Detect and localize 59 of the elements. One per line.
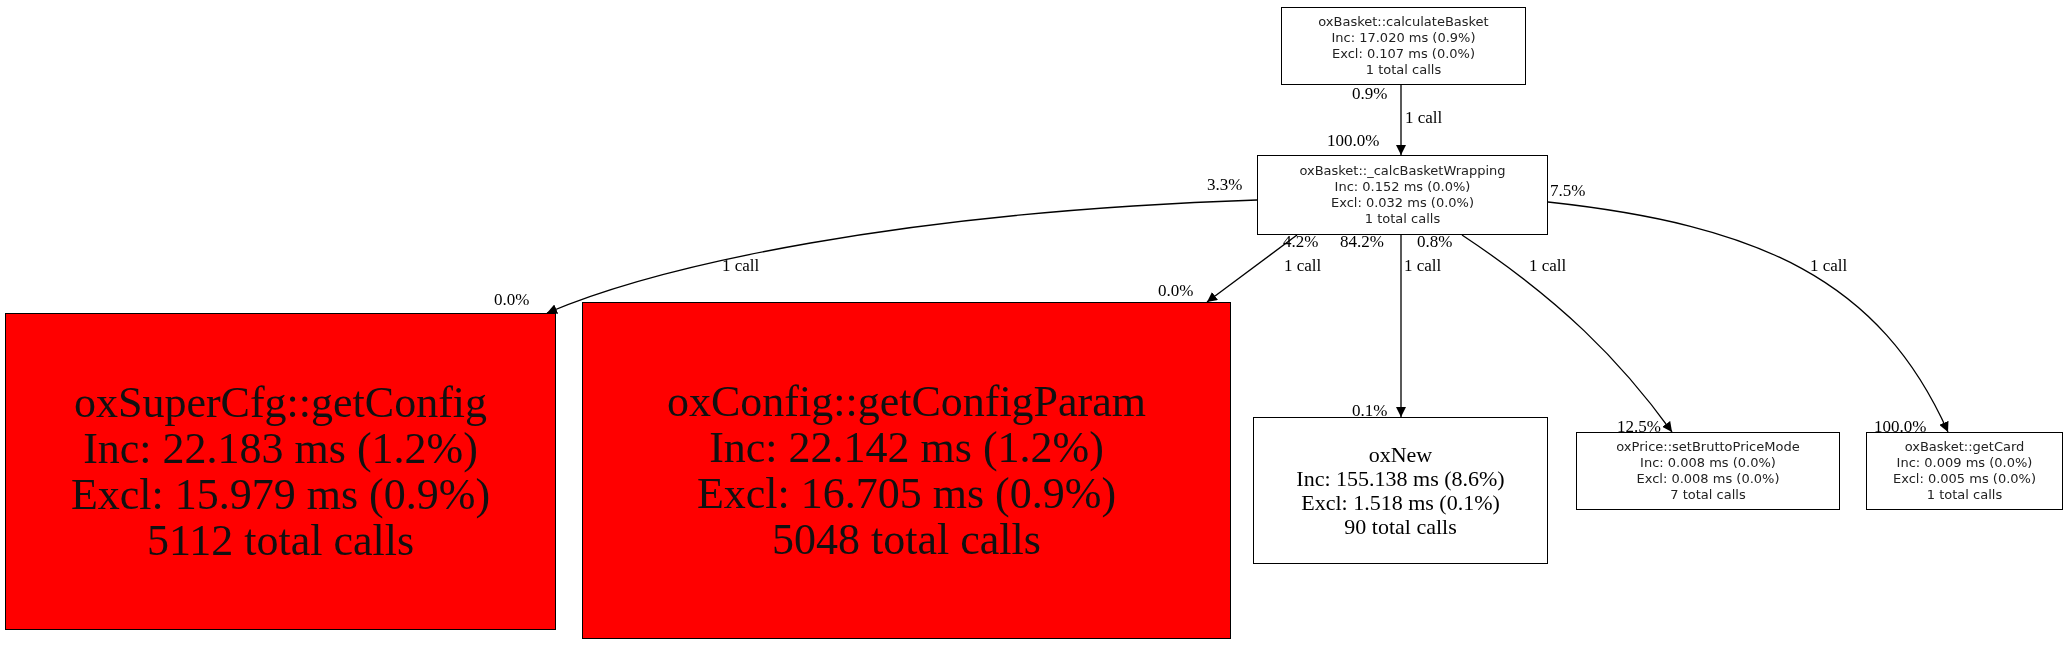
percentage-label: 0.8% bbox=[1417, 232, 1453, 252]
node-text: Inc: 0.009 ms (0.0%) bbox=[1896, 455, 2033, 471]
node-text: 1 total calls bbox=[1365, 62, 1442, 78]
node-text: oxConfig::getConfigParam bbox=[666, 378, 1147, 425]
node-text: Excl: 0.005 ms (0.0%) bbox=[1892, 471, 2036, 487]
node-text: Inc: 17.020 ms (0.9%) bbox=[1331, 30, 1476, 46]
percentage-label: 4.2% bbox=[1283, 232, 1319, 252]
arrow bbox=[1547, 201, 1949, 433]
node-text: oxBasket::getCard bbox=[1904, 439, 2025, 455]
node-text: Excl: 15.979 ms (0.9%) bbox=[70, 471, 491, 518]
percentage-label: 7.5% bbox=[1550, 181, 1586, 201]
node-text: Excl: 16.705 ms (0.9%) bbox=[696, 470, 1117, 517]
node-text: 1 total calls bbox=[1364, 211, 1441, 227]
percentage-label: 0.1% bbox=[1352, 401, 1388, 421]
edge-label: 1 call bbox=[1404, 256, 1442, 276]
function-box bbox=[1257, 155, 1548, 235]
node-text: oxBasket::_calcBasketWrapping bbox=[1299, 163, 1506, 179]
percentage-label: 100.0% bbox=[1874, 417, 1927, 437]
percentage-label: 84.2% bbox=[1340, 232, 1384, 252]
node-text: Inc: 22.183 ms (1.2%) bbox=[83, 425, 478, 472]
arrow bbox=[546, 199, 1258, 314]
percentage-label: 100.0% bbox=[1327, 131, 1380, 151]
node-text: 90 total calls bbox=[1344, 514, 1457, 539]
node-text: oxPrice::setBruttoPriceMode bbox=[1616, 439, 1800, 455]
node-text: oxSuperCfg::getConfig bbox=[73, 379, 488, 426]
arrow bbox=[1396, 84, 1406, 156]
node-text: Excl: 0.008 ms (0.0%) bbox=[1636, 471, 1780, 487]
function-box bbox=[1866, 432, 2063, 510]
function-box bbox=[1253, 417, 1548, 564]
percentage-label: 0.9% bbox=[1352, 84, 1388, 104]
arrow bbox=[1206, 234, 1298, 303]
percentage-label: 0.0% bbox=[1158, 281, 1194, 301]
function-box bbox=[582, 302, 1231, 639]
edge-label: 1 call bbox=[722, 256, 760, 276]
percentage-label: 3.3% bbox=[1207, 175, 1243, 195]
function-box bbox=[1576, 432, 1840, 510]
node-text: Excl: 1.518 ms (0.1%) bbox=[1301, 490, 1500, 515]
arrow bbox=[1396, 234, 1406, 418]
node-text: Inc: 0.008 ms (0.0%) bbox=[1640, 455, 1776, 471]
percentage-label: 0.0% bbox=[494, 290, 530, 310]
node-text: 1 total calls bbox=[1926, 487, 2003, 503]
function-box bbox=[1281, 7, 1526, 85]
edge-label: 1 call bbox=[1529, 256, 1567, 276]
node-text: Excl: 0.107 ms (0.0%) bbox=[1331, 46, 1475, 62]
node-text: oxNew bbox=[1368, 442, 1433, 467]
edge-label: 1 call bbox=[1284, 256, 1322, 276]
arrow bbox=[1461, 234, 1673, 433]
node-text: oxBasket::calculateBasket bbox=[1318, 14, 1489, 30]
node-text: Excl: 0.032 ms (0.0%) bbox=[1330, 195, 1474, 211]
node-text: 7 total calls bbox=[1670, 487, 1746, 503]
function-box bbox=[5, 313, 556, 630]
edge-label: 1 call bbox=[1810, 256, 1848, 276]
node-text: Inc: 155.138 ms (8.6%) bbox=[1296, 466, 1505, 491]
node-text: 5112 total calls bbox=[146, 517, 415, 564]
node-text: 5048 total calls bbox=[772, 516, 1041, 563]
node-text: Inc: 22.142 ms (1.2%) bbox=[709, 424, 1104, 471]
edge-label: 1 call bbox=[1405, 108, 1443, 128]
percentage-label: 12.5% bbox=[1617, 417, 1661, 437]
node-text: Inc: 0.152 ms (0.0%) bbox=[1334, 179, 1471, 195]
